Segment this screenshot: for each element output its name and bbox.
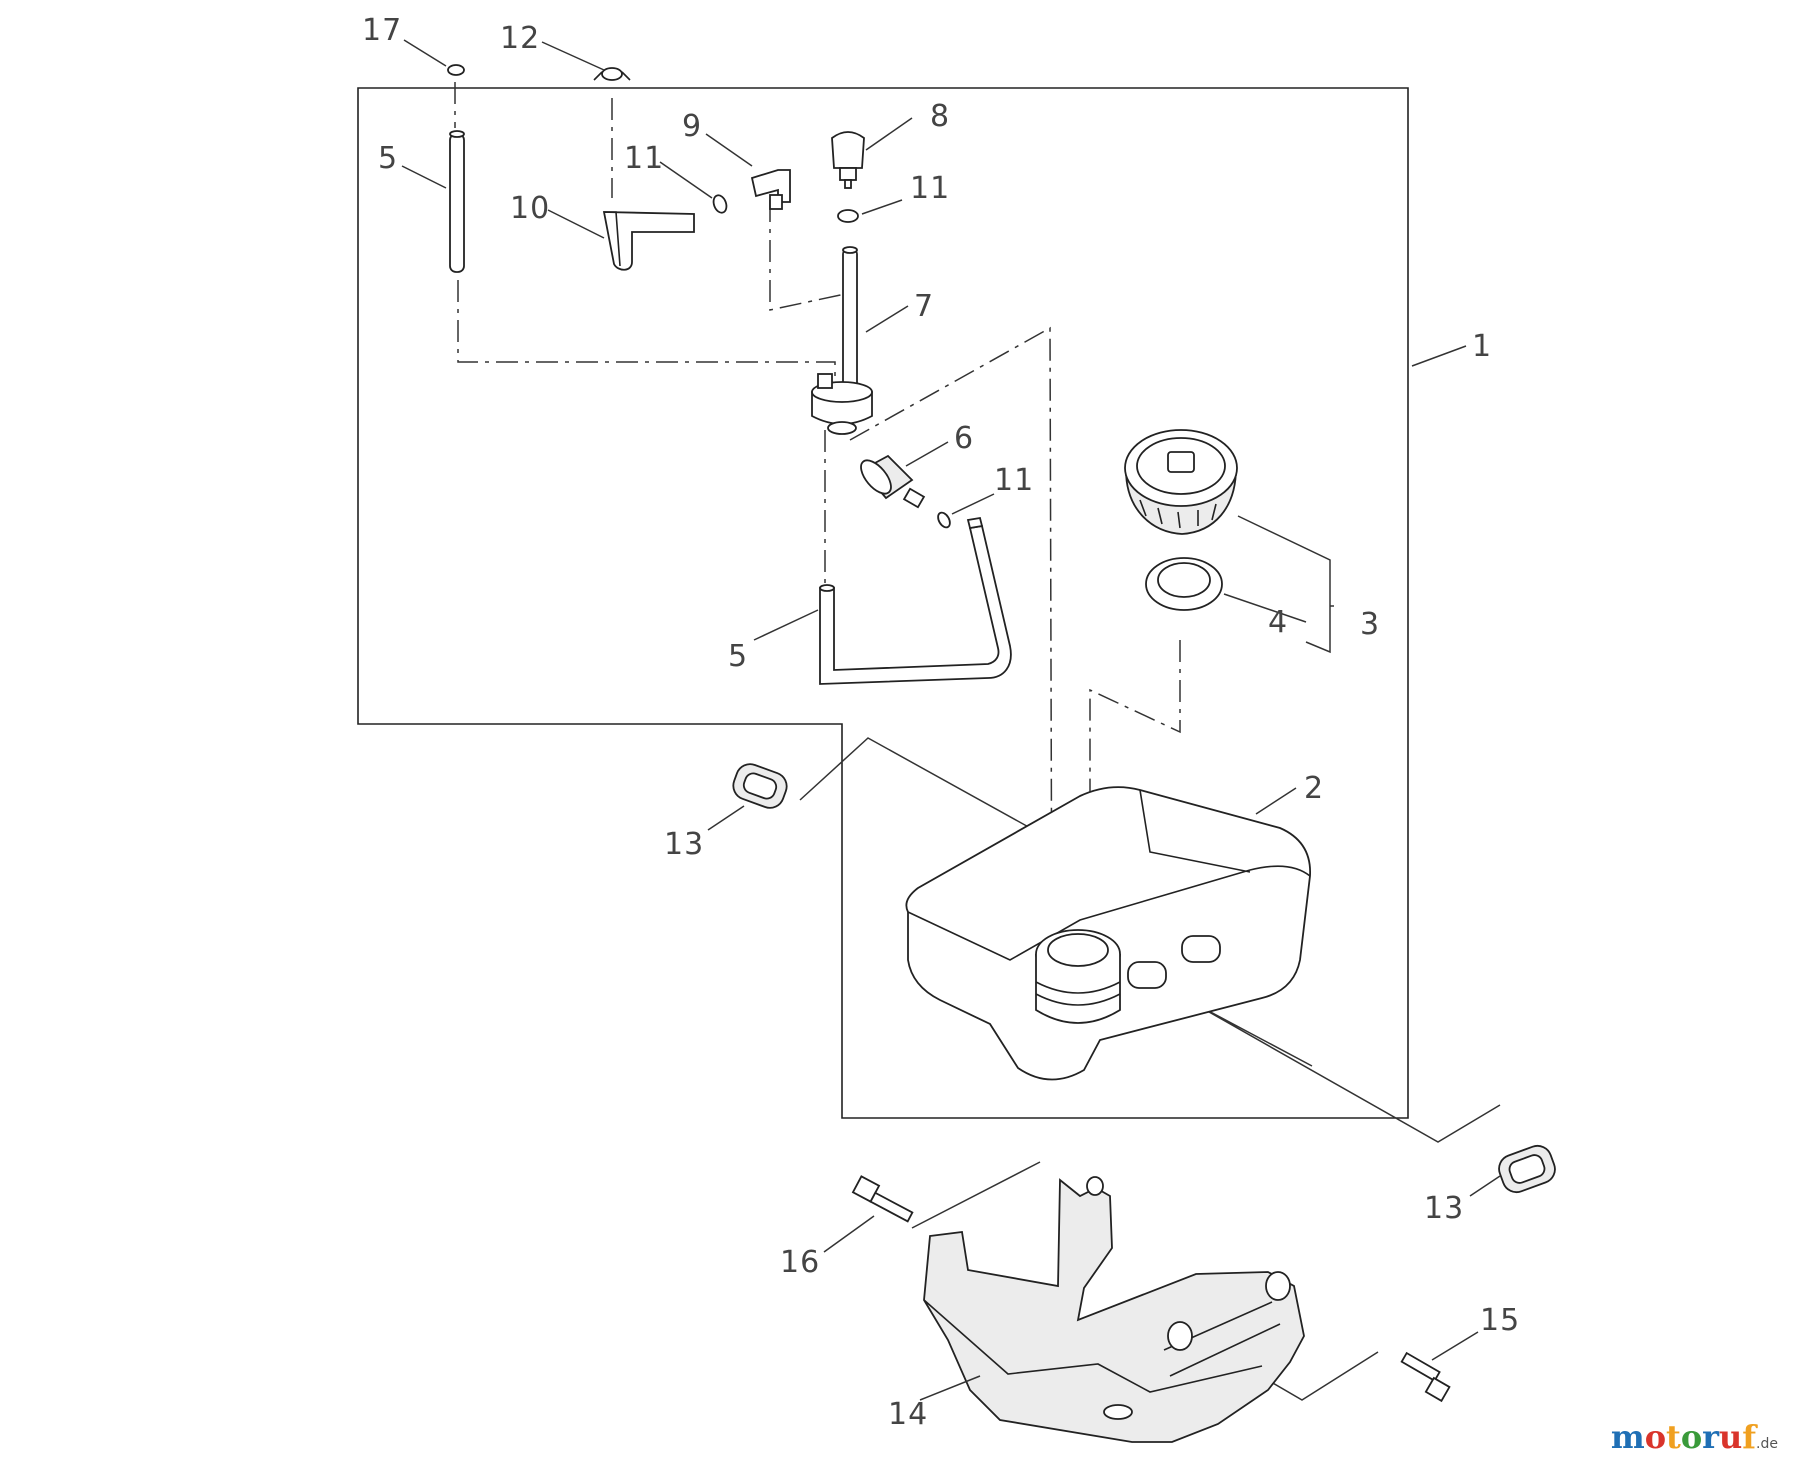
logo-letter: u (1719, 1418, 1743, 1456)
callout-10: 10 (510, 191, 550, 226)
callout-1: 1 (1472, 329, 1492, 364)
motoruf-logo: motoruf.de (1611, 1418, 1778, 1456)
logo-letter: o (1680, 1418, 1703, 1456)
callout-11-upper-left: 11 (624, 141, 664, 176)
callout-16: 16 (780, 1245, 820, 1280)
part-5-hose-straight (449, 130, 465, 273)
callout-8: 8 (930, 99, 950, 134)
part-13-grommet-left (732, 763, 788, 809)
callout-3: 3 (1360, 607, 1380, 642)
logo-letter: r (1702, 1418, 1720, 1456)
callout-14: 14 (888, 1397, 928, 1432)
callout-13-left: 13 (664, 827, 704, 862)
part-13-grommet-right (1498, 1144, 1556, 1194)
logo-letter: m (1610, 1418, 1645, 1456)
logo-letter: t (1666, 1418, 1681, 1456)
part-2-fuel-tank (905, 786, 1311, 1081)
callout-11-upper-right: 11 (910, 171, 950, 206)
callout-9: 9 (682, 109, 702, 144)
part-6-fuel-filter (860, 454, 926, 509)
callout-7: 7 (914, 289, 934, 324)
logo-suffix: .de (1756, 1436, 1778, 1452)
part-8-vent-cap (831, 131, 865, 189)
callout-12: 12 (500, 21, 540, 56)
callout-5-lower: 5 (728, 639, 748, 674)
callout-2: 2 (1304, 771, 1324, 806)
part-10-bent-hose (602, 211, 695, 271)
callout-15: 15 (1480, 1303, 1520, 1338)
part-17-ring (447, 64, 465, 76)
part-4-gasket (1145, 557, 1223, 611)
part-11-ring-a (712, 194, 728, 214)
callout-labels: 17 12 5 9 11 10 8 11 7 1 6 11 4 3 5 2 13… (362, 13, 1520, 1432)
part-3-tank-cap (1124, 429, 1238, 535)
part-11-ring-b (837, 209, 859, 223)
part-15-screw (1400, 1351, 1451, 1403)
part-14-tank-bracket (923, 1176, 1305, 1443)
leader-lines (401, 39, 1501, 1401)
part-16-bolt (851, 1175, 914, 1223)
part-9-elbow-fitting (750, 169, 791, 210)
part-12-clip (593, 67, 631, 81)
callout-6: 6 (954, 421, 974, 456)
part-7-breather-pipe (811, 246, 873, 435)
callout-13-right: 13 (1424, 1191, 1464, 1226)
part-5-hose-bent (819, 516, 1012, 685)
callout-17: 17 (362, 13, 402, 48)
connection-lines (454, 82, 1181, 1001)
callout-11-middle: 11 (994, 463, 1034, 498)
assembly-frame (357, 87, 1409, 1119)
part-11-ring-c (937, 511, 951, 529)
logo-letter: o (1644, 1418, 1667, 1456)
logo-letter: f (1742, 1418, 1757, 1456)
callout-5-upper: 5 (378, 141, 398, 176)
callout-4: 4 (1268, 605, 1288, 640)
